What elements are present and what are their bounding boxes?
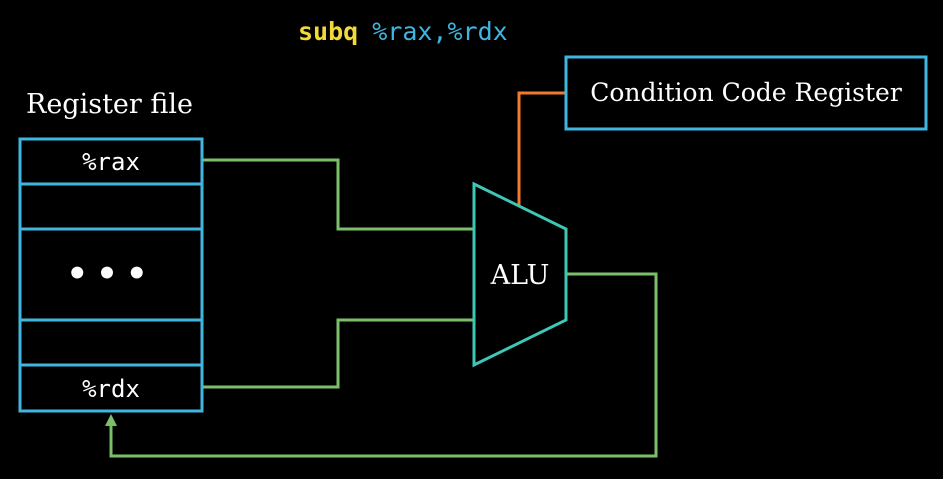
register-rdx: %rdx [82, 375, 140, 403]
wire-alu-to-rdx [109, 272, 658, 458]
wire-rax-to-alu [202, 158, 474, 231]
wire-alu-to-ccr [517, 91, 566, 205]
register-ellipsis: ••• [66, 254, 155, 294]
wires [109, 158, 658, 458]
alu-shape [472, 181, 568, 368]
register-file-title: Register file [26, 89, 193, 120]
condition-code-register-box [564, 55, 928, 131]
alu-label: ALU [490, 260, 550, 291]
register-file: %rax ••• %rdx [18, 137, 204, 413]
condition-code-register-label: Condition Code Register [590, 78, 902, 107]
instruction-text: subq %rax,%rdx [298, 17, 508, 46]
instruction-operands: %rax,%rdx [372, 17, 507, 46]
writeback-arrowhead [105, 414, 117, 426]
instruction-opcode: subq [298, 17, 358, 46]
wire-rdx-to-alu [202, 318, 474, 389]
register-rax: %rax [82, 148, 140, 176]
